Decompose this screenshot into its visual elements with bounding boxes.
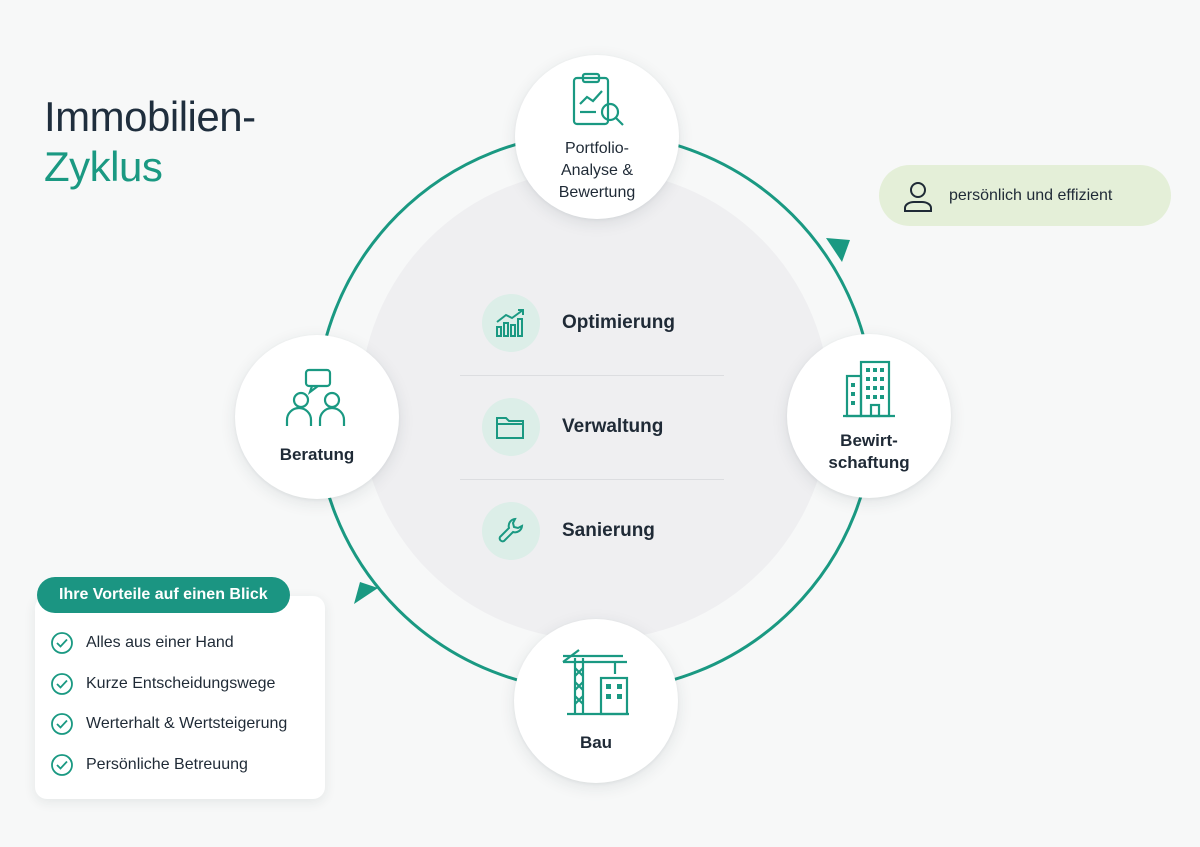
node-portfolio: Portfolio- Analyse & Bewertung [515, 55, 679, 219]
benefit-item: Alles aus einer Hand [50, 631, 234, 655]
benefit-label: Kurze Entscheidungswege [86, 675, 276, 692]
center-divider [460, 479, 724, 480]
benefit-item: Werterhalt & Wertsteigerung [50, 712, 287, 736]
page-title: Immobilien- Zyklus [44, 92, 256, 192]
check-circle-icon [51, 632, 73, 654]
title-line-2: Zyklus [44, 143, 163, 190]
center-item-label: Sanierung [562, 520, 655, 541]
benefits-heading: Ihre Vorteile auf einen Blick [37, 577, 290, 613]
clipboard-search-icon [572, 72, 624, 126]
check-circle-icon [51, 754, 73, 776]
growth-chart-icon [482, 294, 540, 352]
node-bewirtschaftung: Bewirt- schaftung [787, 334, 951, 498]
folder-icon [482, 398, 540, 456]
node-label: Bau [579, 733, 613, 752]
construction-crane-icon [562, 649, 629, 716]
center-item-optimierung: Optimierung [482, 294, 675, 352]
center-item-verwaltung: Verwaltung [482, 398, 663, 456]
node-bau: Bau [514, 619, 678, 783]
node-label: Beratung [279, 445, 355, 464]
benefit-label: Alles aus einer Hand [86, 634, 234, 651]
efficiency-badge: persönlich und effizient [879, 165, 1171, 226]
check-circle-icon [51, 673, 73, 695]
center-item-sanierung: Sanierung [482, 502, 655, 560]
check-circle-icon [51, 713, 73, 735]
people-chat-icon [285, 368, 346, 426]
benefit-item: Kurze Entscheidungswege [50, 672, 275, 696]
center-item-label: Verwaltung [562, 416, 664, 437]
center-item-label: Optimierung [562, 312, 675, 333]
person-icon [904, 181, 932, 212]
arrow-bottom-left [354, 582, 378, 604]
office-building-icon [843, 360, 895, 418]
benefits-card [35, 596, 325, 799]
title-line-1: Immobilien- [44, 93, 256, 140]
badge-label: persönlich und effizient [949, 186, 1113, 204]
arrow-top-right [826, 238, 850, 262]
node-label: Bewirt- schaftung [828, 431, 910, 472]
benefit-label: Persönliche Betreuung [86, 756, 248, 773]
center-panel [360, 170, 830, 640]
center-divider [460, 375, 724, 376]
wrench-icon [482, 502, 540, 560]
benefit-label: Werterhalt & Wertsteigerung [86, 715, 288, 732]
node-beratung: Beratung [235, 335, 399, 499]
benefit-item: Persönliche Betreuung [50, 753, 248, 777]
node-label: Portfolio- Analyse & Bewertung [558, 140, 636, 201]
